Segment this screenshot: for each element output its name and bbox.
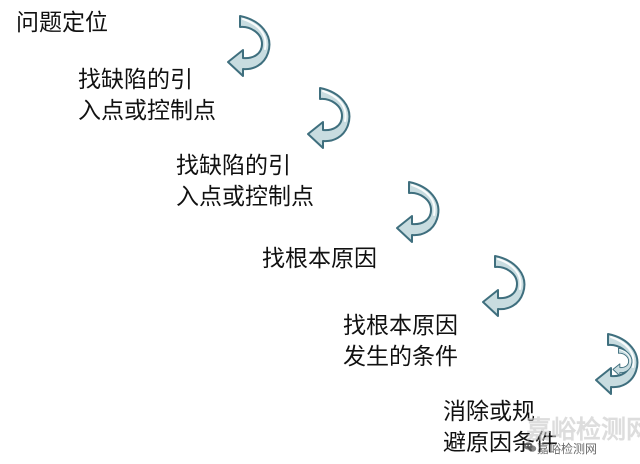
step-3-line-1: 找缺陷的引 (176, 153, 291, 179)
step-problem-location: 问题定位 (16, 8, 108, 39)
step-eliminate-cause: 消除或规 避原因条件 (443, 397, 558, 459)
step-6-line-1: 消除或规 (443, 399, 535, 425)
step-3-line-2: 入点或控制点 (176, 184, 314, 210)
step-4-line-1: 找根本原因 (262, 246, 377, 272)
curved-arrow-icon (612, 347, 633, 377)
step-2-line-1: 找缺陷的引 (78, 67, 193, 93)
watermark-main-text: 嘉峪检测网 (526, 415, 640, 444)
watermark: 嘉峪检测网 (526, 413, 640, 447)
curved-arrow-icon (482, 255, 526, 317)
curved-arrow-icon (396, 181, 440, 243)
step-5-line-2: 发生的条件 (343, 344, 458, 370)
step-2-line-2: 入点或控制点 (78, 98, 216, 124)
curved-arrow-icon (227, 15, 271, 77)
wechat-icon (523, 442, 537, 452)
step-5-line-1: 找根本原因 (343, 313, 458, 339)
step-defect-entry-point-b: 找缺陷的引 入点或控制点 (176, 151, 314, 213)
step-6-line-2: 避原因条件 (443, 430, 558, 456)
step-1-line-1: 问题定位 (16, 10, 108, 36)
step-defect-entry-point-a: 找缺陷的引 入点或控制点 (78, 65, 216, 127)
curved-arrow-icon (307, 87, 351, 149)
watermark-small-text: 嘉峪检测网 (537, 442, 598, 456)
step-root-cause-conditions: 找根本原因 发生的条件 (343, 311, 458, 373)
step-root-cause: 找根本原因 (262, 244, 377, 275)
